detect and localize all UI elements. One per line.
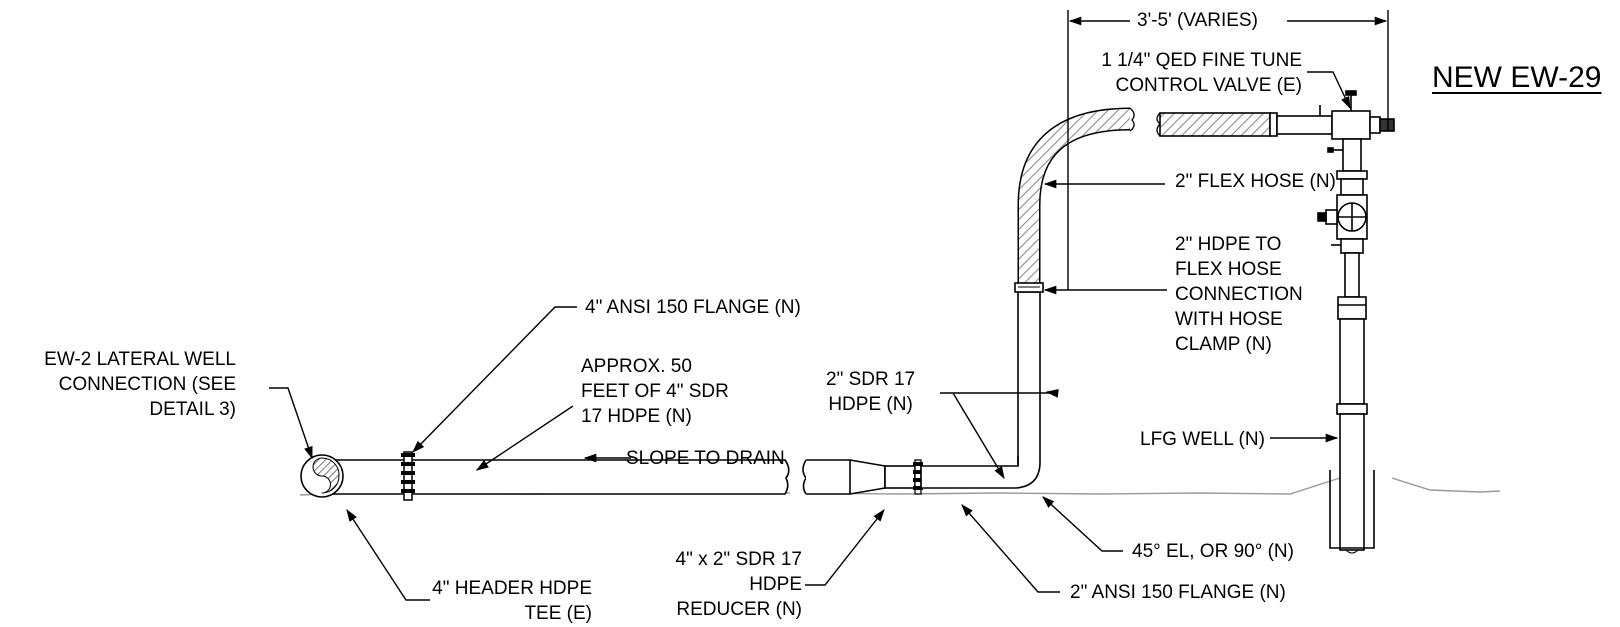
- control-valve-label: 1 1/4" QED FINE TUNE CONTROL VALVE (E): [1101, 50, 1302, 96]
- approx-length-label: APPROX. 50 FEET OF 4" SDR 17 HDPE (N): [581, 356, 729, 427]
- page-title: NEW EW-29: [1432, 61, 1602, 94]
- sdr17-label: 2" SDR 17 HDPE (N): [826, 369, 916, 415]
- dimension-label: 3'-5' (VARIES): [1137, 10, 1258, 31]
- hatched-pipe-section-icon: [300, 454, 344, 498]
- hdpe-pipe-2in: [920, 291, 1041, 489]
- lateral-well-label: EW-2 LATERAL WELL CONNECTION (SEE DETAIL…: [44, 349, 236, 420]
- pipe-break-icon: [802, 459, 916, 495]
- ansi-flange-4in-label: 4" ANSI 150 FLANGE (N): [585, 297, 801, 318]
- hose-connection-label: 2" HDPE TO FLEX HOSE CONNECTION WITH HOS…: [1175, 234, 1303, 355]
- leader-lines: [269, 71, 1351, 601]
- header-tee-label: 4" HEADER HDPE TEE (E): [432, 578, 592, 624]
- lfg-well-label: LFG WELL (N): [1140, 429, 1265, 450]
- ansi-flange-2in-label: 2" ANSI 150 FLANGE (N): [1070, 582, 1286, 603]
- wellhead-valve-icon: [1317, 170, 1368, 254]
- dimension-line: [1067, 10, 1389, 290]
- header-pipe-4in: [318, 459, 790, 495]
- reducer-label: 4" x 2" SDR 17 HDPE REDUCER (N): [675, 549, 803, 620]
- control-valve-icon: [1269, 90, 1395, 172]
- hose-clamp-icon: [401, 451, 415, 501]
- slope-label: SLOPE TO DRAIN: [626, 448, 785, 469]
- lfg-well: [1329, 252, 1375, 554]
- flex-hose-label: 2" FLEX HOSE (N): [1175, 171, 1336, 192]
- flex-hose: [1017, 107, 1271, 284]
- hose-clamp-icon: [1014, 282, 1044, 293]
- elbow-label: 45° EL, OR 90° (N): [1132, 541, 1294, 562]
